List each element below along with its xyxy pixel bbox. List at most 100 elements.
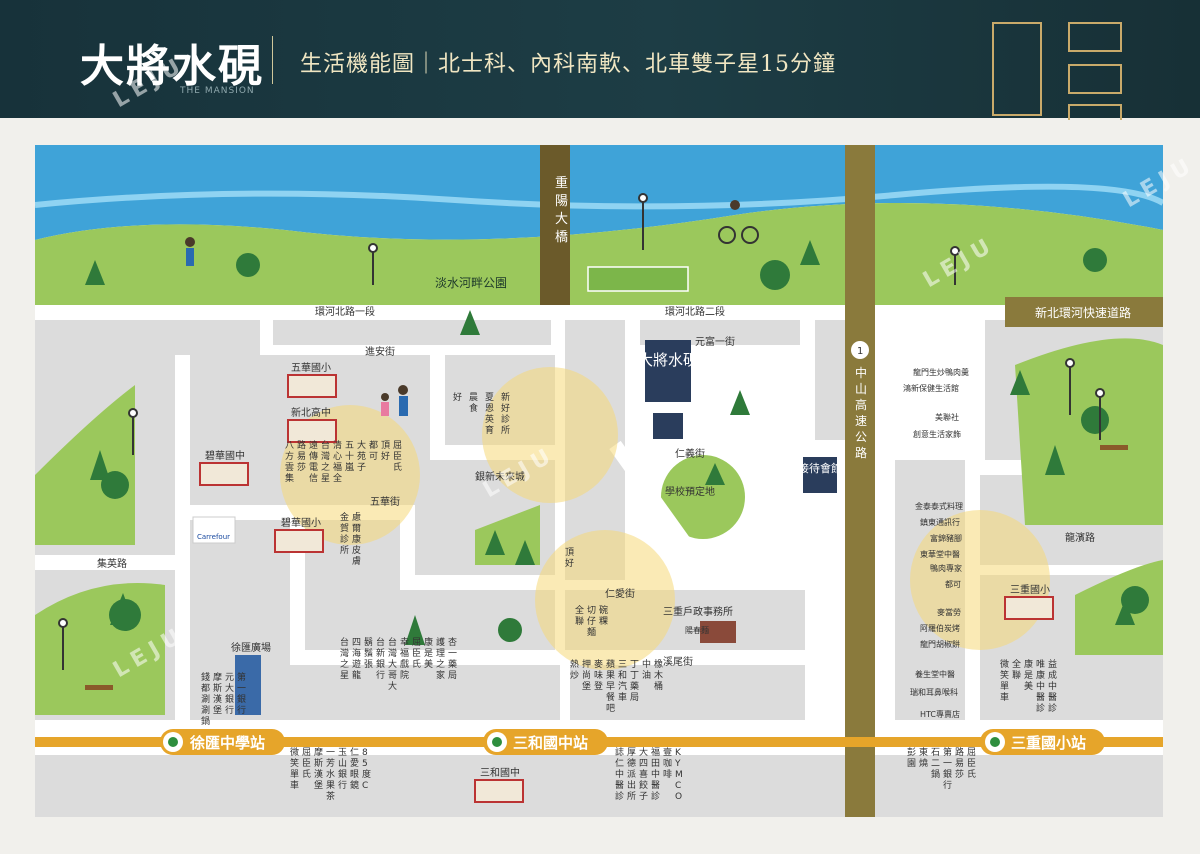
station-xuhui[interactable]: [160, 729, 285, 755]
poi-l5: 鴨肉專家: [930, 563, 962, 573]
poi-col_p-1: 東燒: [919, 746, 928, 769]
decor-panel-icon: [992, 22, 1042, 116]
poi-col_h-2: 麥味登: [594, 658, 603, 692]
bush-icon: [498, 618, 522, 642]
project-label: 大將水硯: [638, 351, 698, 369]
poi-col_h-0: 熱炒: [570, 658, 579, 681]
road-longbin: 龍濱路: [1065, 531, 1095, 544]
poi-col_f-2: 元大銀行: [225, 673, 234, 716]
poi-col_b-3: 新好診所: [501, 391, 510, 436]
poi-m3: 龍門胡椒餅: [920, 639, 960, 649]
tree-icon: [800, 240, 820, 265]
bench-icon: [1100, 445, 1128, 450]
bridge-label-2: 陽: [555, 194, 568, 209]
household-office-icon: [700, 621, 736, 643]
poi-col_f-0: 錢都涮涮鍋: [201, 671, 210, 727]
poi-col_j-1: 厚德派出所: [627, 747, 636, 802]
family-icon: [381, 402, 389, 416]
tree-icon: [515, 540, 535, 565]
road-xiwei: 溪尾街: [663, 655, 693, 668]
poi-m2: 阿羅伯炭烤: [920, 623, 960, 633]
poi-col_o-4: 益成中醫診: [1048, 658, 1057, 714]
bridge-label-1: 重: [555, 175, 568, 191]
poi-col_p-2: 石二鍋: [931, 748, 940, 780]
decor-window-icon: [1068, 104, 1122, 120]
poi-col_g-9: 杏一藥局: [448, 636, 457, 681]
station-sanchong-label: 三重國小站: [1011, 734, 1086, 752]
station-xuhui-label: 徐匯中學站: [189, 734, 265, 752]
decor-window-icon: [1068, 64, 1122, 94]
wuhua-elem-label: 五華國小: [291, 362, 331, 374]
street-lamps: [58, 193, 1105, 670]
road-renyi: 仁義街: [675, 447, 705, 460]
trees: [85, 240, 1149, 645]
station-sanchong[interactable]: [980, 729, 1105, 755]
family-icon: [399, 396, 408, 416]
tree-icon: [460, 310, 480, 335]
zhongshan-freeway: [845, 145, 875, 817]
chongyang-bridge: [540, 145, 570, 305]
poi-col_o-2: 康是美: [1024, 658, 1033, 692]
road-jinan: 進安街: [365, 345, 395, 358]
freeway-char-4: 速: [855, 414, 867, 428]
bush-icon: [760, 260, 790, 290]
tamsui-river: [35, 145, 1163, 240]
poi-col_h-1: 押尚堡: [582, 658, 591, 692]
poi-col_a-9: 屈臣氏: [393, 440, 402, 473]
carrefour-label: Carrefour: [197, 533, 230, 541]
poi-col_b-0: 好: [453, 391, 462, 403]
green-park-southeast: [1075, 560, 1163, 655]
school-icon: [199, 462, 249, 486]
poi-col_a-7: 都可: [369, 440, 378, 462]
school-icon: [287, 419, 337, 443]
freeway-char-1: 中: [855, 365, 867, 380]
station-sanhe[interactable]: [483, 729, 608, 755]
reception-sign[interactable]: [803, 457, 837, 493]
sanchong-elem-label: 三重國小: [1010, 583, 1050, 596]
tree-icon: [1115, 600, 1135, 625]
poi-col_g-7: 康是美: [424, 636, 433, 670]
poi-col_j-0: 誌仁中醫診: [615, 746, 624, 802]
bush-icon: [236, 253, 260, 277]
bush-icon: [101, 471, 129, 499]
poi-n1: 養生堂中醫: [915, 669, 955, 679]
park-label: 淡水河畔公園: [435, 276, 507, 290]
poi-col_i-5: 仁愛眼鏡: [350, 746, 359, 791]
poi-col_e-0: 全聯: [575, 604, 584, 627]
river-highlight: [34, 183, 1165, 210]
poi-col_h-7: 橡木桶: [654, 658, 663, 692]
tree-icon: [485, 530, 505, 555]
poi-col_a-0: 八方雲集: [285, 441, 294, 484]
freeway-char-3: 高: [855, 397, 867, 412]
road-yuanfu: 元富一街: [695, 335, 735, 348]
poi-col_a-1: 路易莎: [297, 439, 306, 473]
station-sanhe-label: 三和國中站: [513, 734, 588, 752]
school-icon: [474, 779, 524, 803]
tree-icon: [705, 463, 725, 485]
poi-col_p-4: 路易莎: [955, 746, 964, 780]
freeway-number: 1: [857, 346, 863, 357]
poi-col_g-3: 台新銀行: [376, 636, 385, 681]
carrefour-logo-icon: [192, 516, 236, 544]
street-labels: 淡水河畔公園 重 陽 大 橋 新北環河快速道路 1 中 山 高 速 公 路 環河…: [97, 175, 1131, 779]
bench-icon: [85, 685, 113, 690]
xuhui-plaza-label: 徐匯廣場: [231, 641, 271, 654]
freeway-char-6: 路: [855, 445, 867, 460]
decor-window-icon: [1068, 22, 1122, 52]
xuhui-plaza-building-icon: [235, 655, 261, 715]
poi-col_g-0: 台灣之星: [340, 636, 349, 681]
school-icon: [274, 529, 324, 553]
sanhe-jh-label: 三和國中: [480, 766, 520, 779]
life-function-map: 徐匯中學站 三和國中站 三重國小站: [34, 145, 1165, 817]
poi-col_e-1: 切仔麵: [587, 605, 596, 638]
poi-k4: 創意生活家飾: [913, 429, 961, 439]
poi-col_a-8: 頂好: [381, 440, 390, 462]
freeway-char-2: 山: [855, 382, 867, 396]
poi-k2: 鴻新保健生活館: [903, 383, 959, 393]
freeway-char-5: 公: [855, 430, 867, 444]
project-sign[interactable]: [645, 340, 691, 402]
tree-icon: [90, 450, 110, 480]
school-icon: [287, 374, 337, 398]
poi-col_h-5: 丁丁藥局: [630, 660, 639, 703]
yinxin-label: 銀新未來城: [475, 470, 525, 483]
